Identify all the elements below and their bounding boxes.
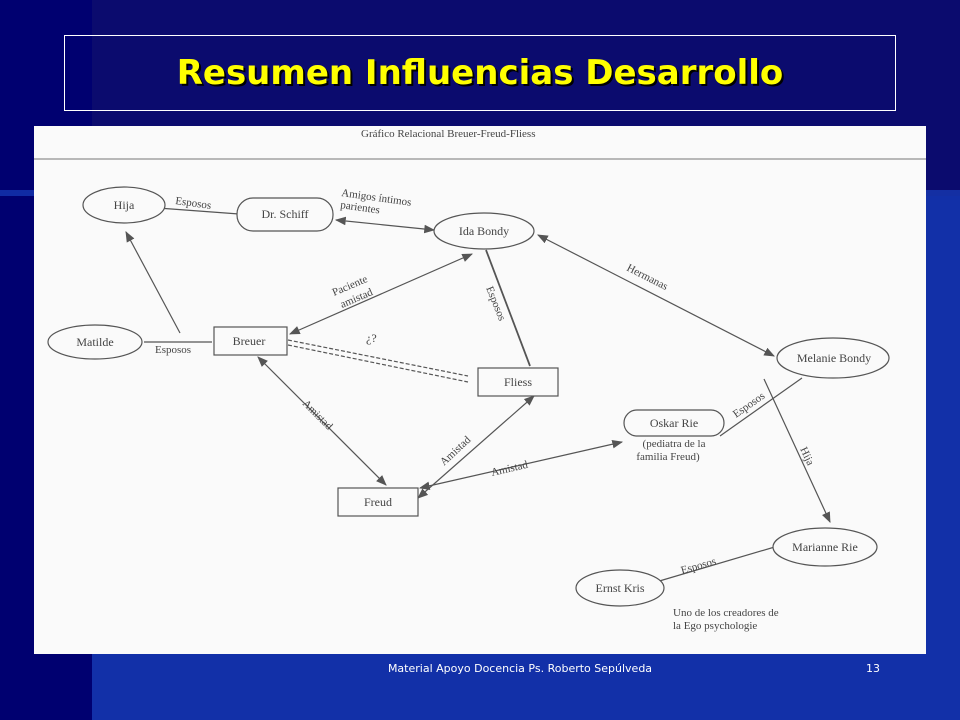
node-melanie: Melanie Bondy (797, 351, 871, 365)
node-freud: Freud (364, 495, 392, 509)
node-hija: Hija (114, 198, 135, 212)
edge-breuer-freud (257, 356, 387, 486)
diagram-canvas: Gráfico Relacional Breuer-Freud-Fliess (34, 128, 926, 632)
slide-title: Resumen Influencias Desarrollo (176, 53, 784, 93)
edge-freud-oskar (418, 439, 624, 491)
edge-label-breuer-freud: Amistad (300, 398, 335, 433)
node-fliess-shape (477, 367, 559, 397)
diagram-caption: Gráfico Relacional Breuer-Freud-Fliess (361, 128, 536, 140)
edge-label-breuer-fliess: ¿? (366, 331, 377, 345)
page-number: 13 (866, 662, 880, 675)
edge-hija-schiff (157, 207, 240, 215)
node-schiff-shape (236, 197, 334, 232)
node-ernst-shape (575, 569, 665, 607)
title-box: Resumen Influencias Desarrollo (64, 35, 896, 111)
node-freud-shape (337, 487, 419, 517)
edge-label-fliess-freud: Amistad (438, 434, 474, 469)
node-hija-shape (82, 186, 166, 224)
relational-diagram: Gráfico Relacional Breuer-Freud-Fliess (34, 126, 926, 654)
edge-ernst-marianne (655, 545, 779, 583)
node-oskar-shape (623, 409, 725, 437)
node-schiff: Dr. Schiff (261, 207, 308, 221)
node-breuer-shape (213, 326, 288, 356)
node-matilde-shape (47, 324, 143, 360)
edge-ida-melanie (537, 234, 775, 357)
edge-label-ida-fliess: Esposos (483, 285, 508, 323)
edge-breuer-fliess-dashed-1 (287, 339, 469, 377)
node-ida: Ida Bondy (459, 224, 509, 238)
edge-ida-fliess (485, 249, 531, 367)
node-marianne-shape (772, 527, 878, 567)
edge-label-hija-schiff: Esposos (175, 195, 212, 212)
node-oskar-note-1: (pediatra de la (643, 438, 706, 450)
edge-fliess-freud (417, 395, 535, 499)
node-breuer: Breuer (233, 334, 266, 348)
node-ernst: Ernst Kris (596, 581, 645, 595)
edge-breuer-fliess-dashed-2 (287, 344, 469, 383)
edge-breuer-ida (289, 253, 473, 335)
node-melanie-shape (776, 337, 890, 379)
edge-melanie-oskar (719, 377, 803, 437)
node-oskar-note-2: familia Freud) (636, 451, 700, 463)
node-marianne: Marianne Rie (792, 540, 858, 554)
edge-matilde-hija (125, 231, 181, 334)
node-matilde: Matilde (76, 335, 113, 349)
node-ernst-note-2: la Ego psychologie (673, 620, 757, 632)
edge-label-matilde-breuer: Esposos (155, 344, 191, 356)
node-ida-shape (433, 212, 535, 250)
slide-footer: Material Apoyo Docencia Ps. Roberto Sepú… (387, 662, 653, 675)
edge-schiff-ida (334, 216, 436, 234)
edge-label-ida-melanie: Hermanas (625, 262, 670, 293)
edge-label-schiff-ida-2: parientes (340, 199, 381, 216)
node-fliess: Fliess (504, 375, 532, 389)
edge-label-oskar-freud: Amistad (490, 459, 530, 479)
edge-label-ernst-marianne: Esposos (680, 555, 718, 576)
node-ernst-note-1: Uno de los creadores de (673, 607, 779, 619)
node-oskar: Oskar Rie (650, 416, 698, 430)
edge-melanie-marianne (763, 378, 831, 523)
